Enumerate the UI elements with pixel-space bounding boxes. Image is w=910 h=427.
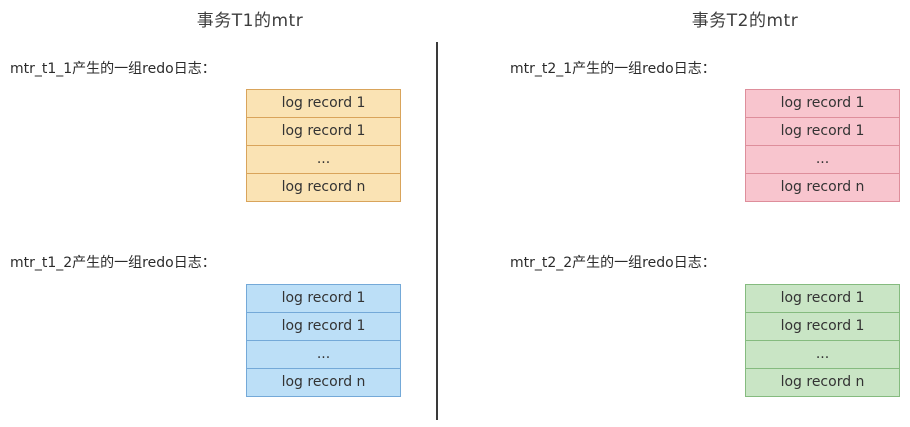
mtr-t2-2-log-table: log record 1 log record 1 ... log record… (745, 284, 900, 397)
log-record-row: ... (746, 340, 899, 368)
log-record-row: log record 1 (281, 290, 366, 306)
log-record-row: log record 1 (746, 117, 899, 145)
log-record-row: log record n (247, 173, 400, 201)
log-record-row: log record 1 (247, 312, 400, 340)
mtr-t1-1-label: mtr_t1_1产生的一组redo日志： (10, 61, 216, 77)
log-record-row: ... (247, 340, 400, 368)
mtr-t1-1-log-table: log record 1 log record 1 ... log record… (246, 89, 401, 202)
log-record-row: log record n (746, 368, 899, 396)
log-record-row: log record n (247, 368, 400, 396)
t2-column-title: 事务T2的mtr (691, 11, 799, 31)
log-record-row: log record 1 (281, 95, 366, 111)
log-record-row: log record 1 (247, 117, 400, 145)
t1-column-title: 事务T1的mtr (196, 11, 304, 31)
log-record-row: log record 1 (746, 312, 899, 340)
log-record-row: ... (746, 145, 899, 173)
mtr-t1-2-label: mtr_t1_2产生的一组redo日志： (10, 255, 216, 271)
mtr-t2-1-label: mtr_t2_1产生的一组redo日志： (510, 61, 716, 77)
column-divider-line (436, 42, 438, 420)
mtr-t1-2-log-table: log record 1 log record 1 ... log record… (246, 284, 401, 397)
mtr-t2-1-log-table: log record 1 log record 1 ... log record… (745, 89, 900, 202)
log-record-row: log record 1 (780, 95, 865, 111)
mtr-t2-2-label: mtr_t2_2产生的一组redo日志： (510, 255, 716, 271)
log-record-row: log record n (746, 173, 899, 201)
log-record-row: ... (247, 145, 400, 173)
log-record-row: log record 1 (780, 290, 865, 306)
